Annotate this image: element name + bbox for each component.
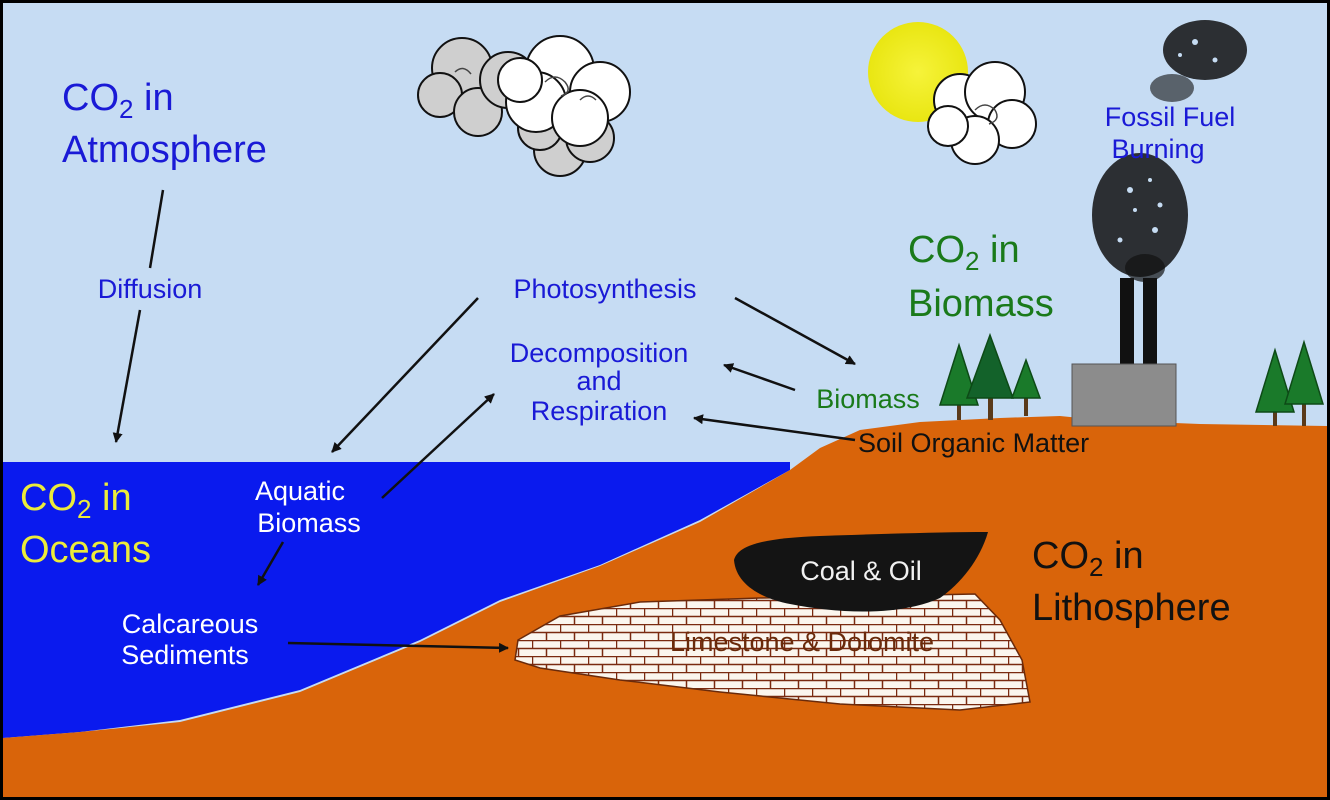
biomass-reservoir-label-line2: Biomass <box>908 283 1054 325</box>
factory-icon <box>1071 278 1177 427</box>
atmosphere-label-line2: Atmosphere <box>62 129 267 171</box>
aquatic-biomass-label-line2: Biomass <box>257 508 361 538</box>
biomass-reservoir-label: CO2 in <box>908 229 1020 276</box>
fossil-burning-label: Burning <box>1111 134 1204 164</box>
arrow-diffusion <box>112 309 142 443</box>
sediments-label: Sediments <box>121 640 249 670</box>
tree-icon <box>1283 339 1325 426</box>
tree-icon <box>938 342 980 420</box>
tree-icon <box>1254 347 1296 426</box>
arrow-diffusion-upper <box>148 189 165 269</box>
limestone-dolomite-label: Limestone & Dolomite <box>670 627 934 657</box>
soil-organic-matter-label: Soil Organic Matter <box>858 428 1089 458</box>
limestone-dolomite-deposit <box>514 593 1031 711</box>
oceans-label: CO2 in <box>20 477 132 524</box>
respiration-label: Respiration <box>531 396 668 426</box>
fossil-fuel-label: Fossil Fuel <box>1105 102 1236 132</box>
atmosphere-label: CO2 in <box>62 77 174 124</box>
coal-oil-label: Coal & Oil <box>800 556 922 586</box>
calcareous-label: Calcareous <box>122 609 259 639</box>
ocean <box>3 462 790 738</box>
arrow-photosynthesis-to-biomass <box>734 296 856 366</box>
tree-icon <box>965 332 1015 420</box>
lithosphere-label: CO2 in <box>1032 535 1144 582</box>
aquatic-biomass-label: Aquatic <box>255 476 345 506</box>
diffusion-label: Diffusion <box>98 274 203 304</box>
decomposition-label: Decomposition <box>510 338 689 368</box>
arrow-photosynthesis-to-aquatic <box>331 297 479 453</box>
arrow-aquatic-to-calcareous <box>256 541 285 586</box>
arrow-calcareous-to-limestone <box>287 641 509 653</box>
lithosphere-label-line2: Lithosphere <box>1032 587 1231 629</box>
arrow-soil-to-respiration <box>693 414 856 442</box>
cloud-icon <box>417 35 631 177</box>
arrow-biomass-to-decomposition <box>723 363 796 392</box>
tree-icon <box>1010 357 1042 416</box>
smoke-icon <box>1092 20 1247 282</box>
coal-oil-deposit <box>734 532 988 612</box>
photosynthesis-label: Photosynthesis <box>513 274 696 304</box>
biomass-pool-label: Biomass <box>816 384 920 414</box>
decomposition-and-label: and <box>576 366 621 396</box>
arrow-aquatic-to-decomposition <box>381 393 495 499</box>
oceans-label-line2: Oceans <box>20 529 151 571</box>
cloud-icon <box>927 61 1037 165</box>
